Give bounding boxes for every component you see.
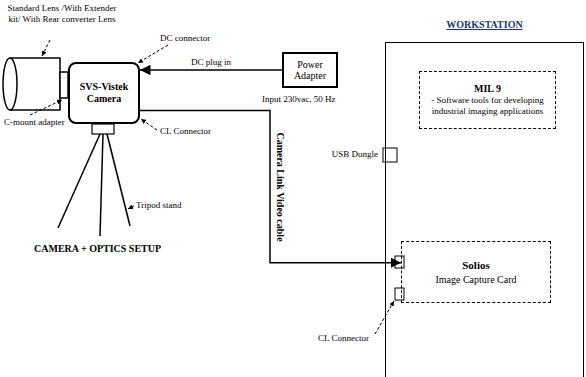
workstation-panel: WORKSTATIONMIL 9- Software tools for dev…: [385, 42, 584, 377]
connector-label: DC plug in: [191, 57, 231, 68]
cable-connector: [140, 110, 401, 262]
power-adapter-box: Power Adapter: [282, 52, 338, 88]
tripod-head: [92, 124, 114, 134]
card-connector: [395, 288, 404, 300]
cable-connector: [140, 69, 282, 71]
box-title: MIL 9: [425, 83, 550, 95]
part-label: CL Connector: [318, 333, 369, 344]
part-label: Standard Lens /With Extender kit/ With R…: [6, 3, 118, 26]
tripod-leg: [100, 134, 103, 236]
part-label: C-mount adapter: [4, 117, 65, 128]
leader-line: [42, 40, 50, 56]
section-title: CAMERA + OPTICS SETUP: [34, 243, 161, 255]
box-text: Image Capture Card: [408, 273, 544, 286]
part-label: CL Connector: [160, 126, 211, 137]
box-title: Power Adapter: [286, 59, 334, 82]
leader-line: [30, 100, 62, 115]
c-mount-adapter: [60, 72, 68, 98]
box-title: SVS-Vistek Camera: [73, 81, 135, 105]
capture-card-box: SoliosImage Capture Card: [401, 241, 551, 303]
note-label: Input 230vac, 50 Hz: [262, 94, 335, 105]
software-box: MIL 9- Software tools for developing ind…: [419, 71, 556, 129]
tripod-leg: [58, 134, 100, 228]
lens-front: [3, 58, 17, 110]
tripod-leg: [107, 134, 130, 226]
part-label: DC connector: [160, 33, 210, 44]
camera-box: SVS-Vistek Camera: [68, 62, 140, 124]
part-label: USB Dongle: [318, 149, 378, 160]
connector-label: Camera Link Video cable: [274, 132, 286, 241]
part-label: Tripod stand: [136, 200, 181, 211]
leader-line: [141, 119, 157, 130]
box-text: - Software tools for developing industri…: [425, 95, 550, 117]
leader-line: [128, 206, 134, 209]
box-title: Solios: [408, 258, 544, 272]
leader-line: [138, 45, 168, 63]
box-title: WORKSTATION: [386, 19, 583, 30]
